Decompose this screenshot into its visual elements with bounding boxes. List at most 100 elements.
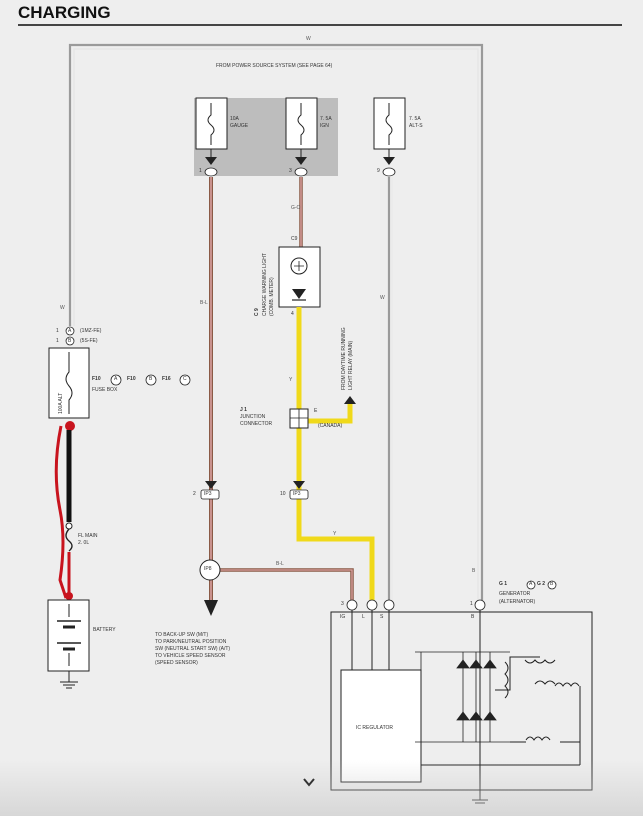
c9-name: CHARGE WARNING LIGHT [262, 253, 268, 316]
wire-label-y2: Y [333, 531, 337, 537]
rectifier-bridge [415, 651, 510, 743]
j1-canada: (CANADA) [318, 423, 343, 429]
chevron-down-icon[interactable] [302, 775, 316, 789]
fuse-code-c [179, 374, 191, 386]
c9-sub: (COMB. METER) [269, 277, 275, 316]
conn-ip-left-num: 2 [193, 491, 196, 497]
engine-b-num: 1 [56, 338, 59, 344]
fuse-alt-name: ALT-S [409, 123, 423, 129]
page-title: CHARGING [18, 3, 111, 22]
conn-f1 [204, 167, 218, 177]
conn-ip-left-name: IP3 [204, 491, 212, 497]
fuse-code-a [110, 374, 122, 386]
arrow-b-l-down [204, 600, 218, 616]
ground-battery [60, 671, 78, 689]
engine-a-label: (1MZ-FE) [80, 328, 102, 334]
arrow-fuse-alt [383, 157, 395, 165]
conn-ip-mid-num: 10 [280, 491, 286, 497]
wire-label-go: G-O [291, 205, 301, 211]
conn-ip-mid [289, 489, 309, 500]
wire-label-b: B [472, 568, 476, 574]
gen-code2: G 2 [537, 581, 546, 587]
arrow-fuse-gauge [205, 157, 217, 165]
gen-pin-l [366, 599, 378, 611]
gen-c2: B [550, 581, 554, 587]
backup-line-2: TO PARK/NEUTRAL POSITION [155, 639, 227, 645]
wire-label-bl: B-L [200, 300, 208, 306]
fuse-alt-amp: 7. 5A [409, 116, 421, 122]
gen-code1: G 1 [499, 581, 508, 587]
fuse-box-name: FUSE BOX [92, 387, 118, 393]
fuse-box-alt [48, 347, 90, 419]
stator-coils [421, 656, 581, 766]
gen-pin-l-label: L [362, 614, 365, 620]
conn-c9-bot: 4 [291, 311, 294, 317]
engine-b-label: (5S-FE) [80, 338, 98, 344]
wire-label-top: W [306, 36, 311, 42]
wire-w-alt-s [387, 177, 393, 603]
ic-regulator-label: IC REGULATOR [356, 725, 394, 731]
conn-c9-top: C9 [291, 236, 298, 242]
gen-code-a [526, 580, 536, 590]
fuse-box-fuse-label: 100A ALT [58, 392, 64, 414]
backup-line-4: TO VEHICLE SPEED SENSOR [155, 653, 226, 659]
gen-pin-b [474, 599, 486, 611]
engine-a-num: 1 [56, 328, 59, 334]
wire-label-y: Y [289, 377, 293, 383]
fuse-code-f3: F16 [162, 376, 171, 382]
wire-yellow [296, 307, 375, 603]
power-source-label: FROM POWER SOURCE SYSTEM (SEE PAGE 64) [216, 63, 333, 69]
conn-engine-a [65, 326, 75, 336]
title-rule [18, 24, 622, 26]
backup-line-3: SW (NEUTRAL START SW) (A/T) [155, 646, 231, 652]
fuse-gauge [195, 97, 228, 150]
fl-main-link [65, 522, 73, 552]
wire-label-left: W [60, 305, 65, 311]
engine-b-code: B [68, 338, 72, 344]
fuse-ign-amp: 7. 5A [320, 116, 332, 122]
bottom-overlay [0, 760, 643, 816]
fuse-alt-s [373, 97, 406, 150]
j1-code: J 1 [240, 407, 247, 413]
conn-ip-left [200, 489, 220, 500]
conn-f1-num: 1 [199, 168, 202, 174]
conn-f3-num: 9 [377, 168, 380, 174]
fl-main-name: FL MAIN [78, 533, 98, 539]
j1-name1: JUNCTION [240, 414, 266, 420]
fl-main-size: 2. 0L [78, 540, 90, 546]
j1-name2: CONNECTOR [240, 421, 273, 427]
c9-code: C 9 [254, 308, 260, 316]
conn-ip-round [199, 559, 221, 581]
backup-line-5: (SPEED SENSOR) [155, 660, 198, 666]
gen-pin-s-label: S [380, 614, 384, 620]
conn-ip-mid-name: IP3 [293, 491, 301, 497]
conn-f3 [382, 167, 396, 177]
arrow-yellow-mid [293, 481, 305, 489]
gen-pin-ig-num: 3 [341, 601, 344, 607]
drl-line2: LIGHT RELAY (MAIN) [348, 340, 354, 390]
conn-f2 [294, 167, 308, 177]
battery-symbol [47, 599, 90, 672]
gen-pin-b-label: B [471, 614, 475, 620]
arrow-b-l-mid [205, 481, 217, 489]
drl-line1: FROM DAYTIME RUNNING [341, 327, 347, 390]
arrow-drl [344, 396, 356, 404]
fuse-gauge-name: GAUGE [230, 123, 249, 129]
fuse-ign [285, 97, 318, 150]
gen-name: GENERATOR [499, 591, 531, 597]
wire-w-top [68, 43, 484, 600]
conn-ip-round-name: IP8 [204, 566, 212, 572]
gen-pin-ig-label: IG [340, 614, 346, 620]
wire-b-l-horiz [211, 568, 354, 603]
fuse-ign-name: IGN [320, 123, 329, 129]
gen-sub: (ALTERNATOR) [499, 599, 536, 605]
gen-pin-ig [346, 599, 358, 611]
fuse-code-c1: A [114, 376, 118, 382]
fuse-code-c2: B [149, 376, 153, 382]
fuse-code-f2: F10 [127, 376, 136, 382]
conn-f2-num: 3 [289, 168, 292, 174]
gen-c1: A [529, 581, 533, 587]
j1-pin: E [314, 408, 318, 414]
wire-battery [54, 421, 75, 600]
fuse-code-c3: C [183, 376, 187, 382]
